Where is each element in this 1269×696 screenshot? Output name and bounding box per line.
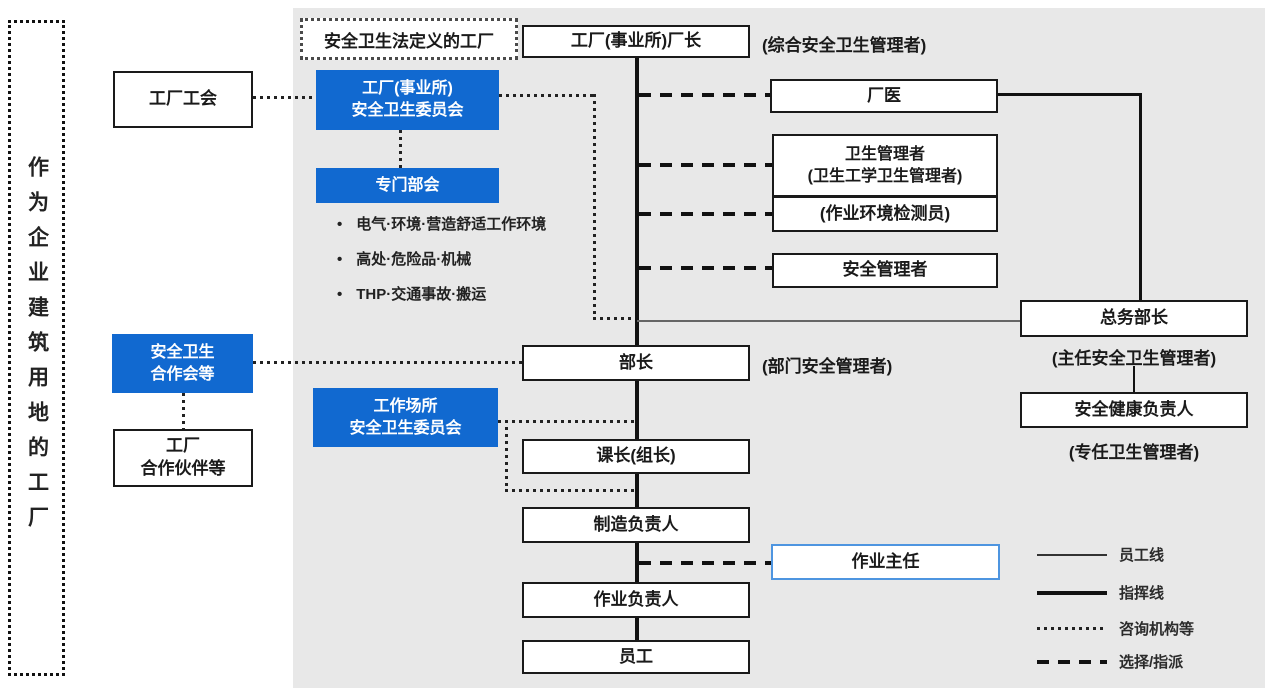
plant-doctor-box: 厂医 (770, 79, 998, 113)
legend-advisory-line-sample (1037, 627, 1107, 630)
command-line-doctor-horizontal (997, 93, 1142, 96)
assign-line-operation-chief (639, 561, 771, 565)
legend-command-line-label: 指挥线 (1119, 585, 1165, 602)
advisory-union-to-committee (253, 96, 316, 99)
section-chief-box: 课长(组长) (522, 439, 750, 474)
command-line-doctor-vertical (1139, 93, 1142, 300)
legend-employee-line: 员工线 (1037, 544, 1164, 565)
safety-health-note: (专任卫生管理者) (1068, 443, 1200, 462)
work-lead-box: 作业负责人 (522, 582, 750, 618)
assign-line-plant-doctor (639, 93, 770, 97)
advisory-coop-to-department-head (253, 361, 522, 364)
advisory-committee-right (499, 94, 595, 97)
factory-union-box: 工厂工会 (113, 71, 253, 128)
safety-coop-box: 安全卫生 合作会等 (112, 334, 253, 393)
advisory-committee-down (593, 94, 596, 318)
safety-manager-box: 安全管理者 (772, 253, 998, 288)
subcommittee-item-1: 电气·环境·营造舒适工作环境 (337, 213, 546, 234)
safety-health-officer-box: 安全健康负责人 (1020, 392, 1248, 428)
workplace-committee-box: 工作场所 安全卫生委员会 (313, 388, 498, 447)
advisory-workplace-bottom (505, 489, 635, 492)
assign-line-hygiene-manager (639, 163, 772, 167)
law-defined-factory-box: 安全卫生法定义的工厂 (300, 18, 518, 60)
legend-assignment-line-label: 选择/指派 (1119, 654, 1184, 671)
general-affairs-head-box: 总务部长 (1020, 300, 1248, 337)
work-env-inspector-box: (作业环境检测员) (772, 196, 998, 232)
legend-command-line-sample (1037, 590, 1107, 595)
legend-advisory-line-label: 咨询机构等 (1119, 621, 1195, 638)
subcommittee-item-2: 高处·危险品·机械 (337, 248, 471, 269)
factory-committee-box: 工厂(事业所) 安全卫生委员会 (316, 70, 499, 130)
special-subcommittee-box: 专门部会 (316, 168, 499, 203)
advisory-committee-to-trunk (593, 317, 635, 320)
assign-line-safety-manager (639, 266, 772, 270)
legend-assignment-line-sample (1037, 659, 1107, 664)
enterprise-site-label: 作为企业建筑用地的工厂 (25, 155, 49, 541)
advisory-workplace-top (498, 420, 635, 423)
legend-employee-line-label: 员工线 (1119, 547, 1165, 564)
advisory-committee-to-subcommittee (399, 130, 402, 168)
advisory-coop-to-partners (182, 393, 185, 429)
legend-command-line: 指挥线 (1037, 582, 1164, 603)
legend-employee-line-sample (1037, 553, 1107, 556)
factory-head-note: (综合安全卫生管理者) (762, 36, 927, 55)
operation-chief-box: 作业主任 (771, 544, 1000, 580)
factory-head-box: 工厂(事业所)厂长 (522, 25, 750, 58)
department-head-box: 部长 (522, 345, 750, 381)
legend-advisory-line: 咨询机构等 (1037, 618, 1194, 639)
factory-partners-box: 工厂 合作伙伴等 (113, 429, 253, 487)
assign-line-env-inspector (639, 212, 772, 216)
legend-assignment-line: 选择/指派 (1037, 651, 1183, 672)
general-affairs-note: (主任安全卫生管理者) (1051, 349, 1217, 368)
employees-box: 员工 (522, 640, 750, 674)
employee-line-to-general-affairs (637, 320, 1020, 322)
line-general-affairs-to-officer (1133, 366, 1135, 392)
manufacturing-lead-box: 制造负责人 (522, 507, 750, 543)
hygiene-manager-box: 卫生管理者 (卫生工学卫生管理者) (772, 134, 998, 197)
advisory-workplace-down (505, 420, 508, 492)
subcommittee-item-3: THP·交通事故·搬运 (337, 283, 486, 304)
enterprise-site-zone: 作为企业建筑用地的工厂 (8, 20, 65, 676)
department-head-note: (部门安全管理者) (762, 357, 893, 376)
